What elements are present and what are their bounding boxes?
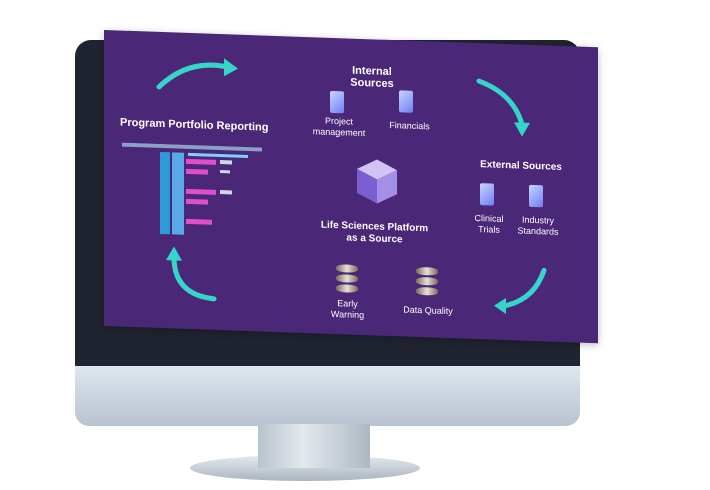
document-icon <box>330 90 344 114</box>
industry-standards-label: Industry Standards <box>517 214 559 237</box>
arrow-top-left-icon <box>156 62 232 90</box>
clinical-trials-label: Clinical Trials <box>474 212 504 235</box>
arrow-top-right-icon <box>476 78 525 128</box>
report-thumbnail <box>122 142 262 235</box>
financials-label: Financials <box>389 119 430 132</box>
document-icon <box>399 90 413 113</box>
platform-title: Life Sciences Platform as a Source <box>320 219 429 246</box>
cycle-arrows <box>156 58 547 315</box>
early-warning-label: Early Warning <box>330 298 365 321</box>
database-icon <box>416 266 438 298</box>
database-icon <box>336 264 358 295</box>
arrow-bottom-right-icon <box>501 267 547 309</box>
monitor-chin <box>75 366 580 426</box>
document-icon <box>529 184 543 208</box>
document-icon <box>480 183 494 206</box>
data-quality-label: Data Quality <box>403 304 453 317</box>
project-management-label: Project management <box>312 115 366 139</box>
arrow-bottom-left-icon <box>171 254 217 302</box>
internal-sources-title: Internal Sources <box>350 64 394 91</box>
monitor-screen: Internal Sources Project management Fina… <box>104 30 598 344</box>
platform-cube-icon <box>357 159 397 204</box>
monitor-stand-neck <box>258 424 370 468</box>
